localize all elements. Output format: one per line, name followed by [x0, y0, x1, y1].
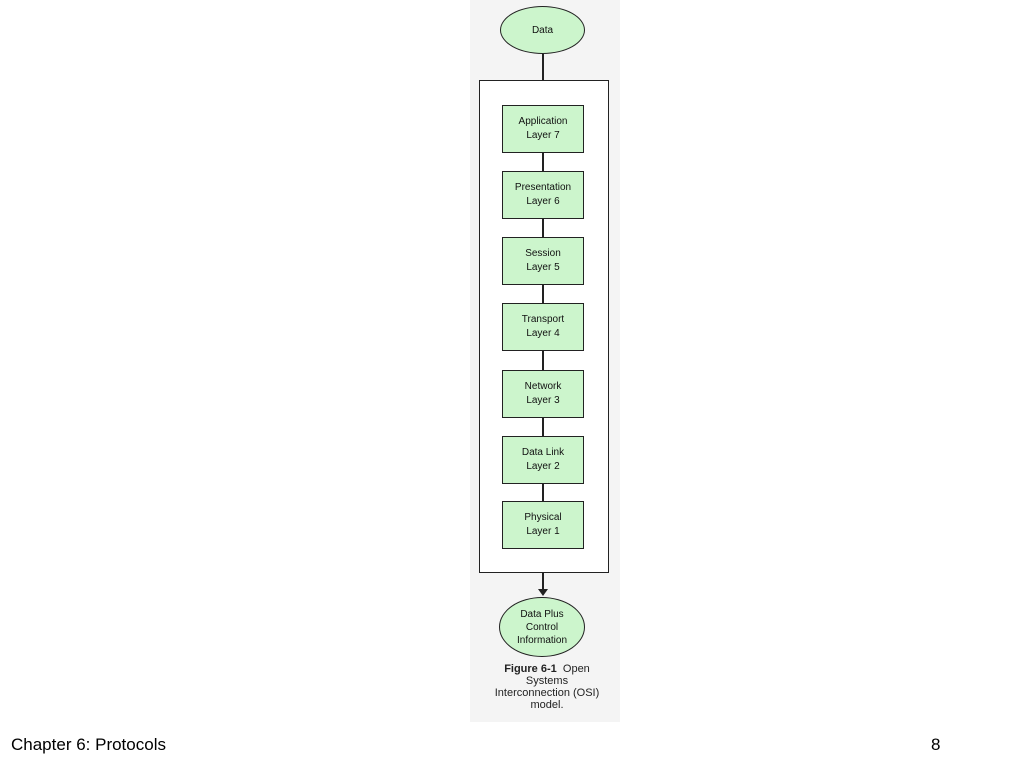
layer-box-transport: Transport Layer 4: [502, 303, 584, 351]
layer-number: Layer 4: [526, 328, 560, 339]
connector-7-6: [542, 153, 544, 171]
layer-name: Data Link: [521, 447, 565, 458]
start-node-data: Data: [500, 6, 585, 54]
layer-box-application: Application Layer 7: [502, 105, 584, 153]
figure-label: Figure 6-1: [504, 663, 557, 675]
end-node-data-plus-control: Data Plus Control Information: [499, 597, 585, 657]
connector-2-1: [542, 484, 544, 501]
layer-box-network: Network Layer 3: [502, 370, 584, 418]
layer-number: Layer 1: [526, 526, 560, 537]
chapter-title: Chapter 6: Protocols: [11, 735, 166, 754]
end-node-line2: Control Information: [516, 621, 568, 646]
page-number: 8: [931, 735, 941, 754]
layer-box-physical: Physical Layer 1: [502, 501, 584, 549]
figure-caption-text: Open Systems Interconnection (OSI) model…: [494, 663, 600, 711]
arrow-down-icon: [538, 589, 548, 596]
start-node-label: Data: [531, 24, 554, 36]
layer-number: Layer 3: [526, 395, 560, 406]
figure-caption: Figure 6-1 Open Systems Interconnection …: [487, 663, 607, 711]
layer-number: Layer 5: [526, 262, 560, 273]
layer-number: Layer 7: [526, 130, 560, 141]
connector-bottom: [542, 573, 544, 590]
layer-box-presentation: Presentation Layer 6: [502, 171, 584, 219]
connector-top: [542, 54, 544, 92]
layer-name: Session: [525, 248, 561, 259]
end-node-line1: Data Plus: [520, 608, 564, 620]
layer-name: Transport: [521, 314, 565, 325]
layer-name: Network: [524, 381, 562, 392]
layer-number: Layer 2: [526, 461, 560, 472]
connector-6-5: [542, 219, 544, 237]
layer-box-session: Session Layer 5: [502, 237, 584, 285]
connector-4-3: [542, 351, 544, 370]
connector-3-2: [542, 418, 544, 436]
layer-number: Layer 6: [526, 196, 560, 207]
layer-name: Presentation: [514, 182, 572, 193]
layer-name: Physical: [524, 512, 562, 523]
layer-name: Application: [518, 116, 568, 127]
connector-5-4: [542, 285, 544, 303]
layer-box-data-link: Data Link Layer 2: [502, 436, 584, 484]
